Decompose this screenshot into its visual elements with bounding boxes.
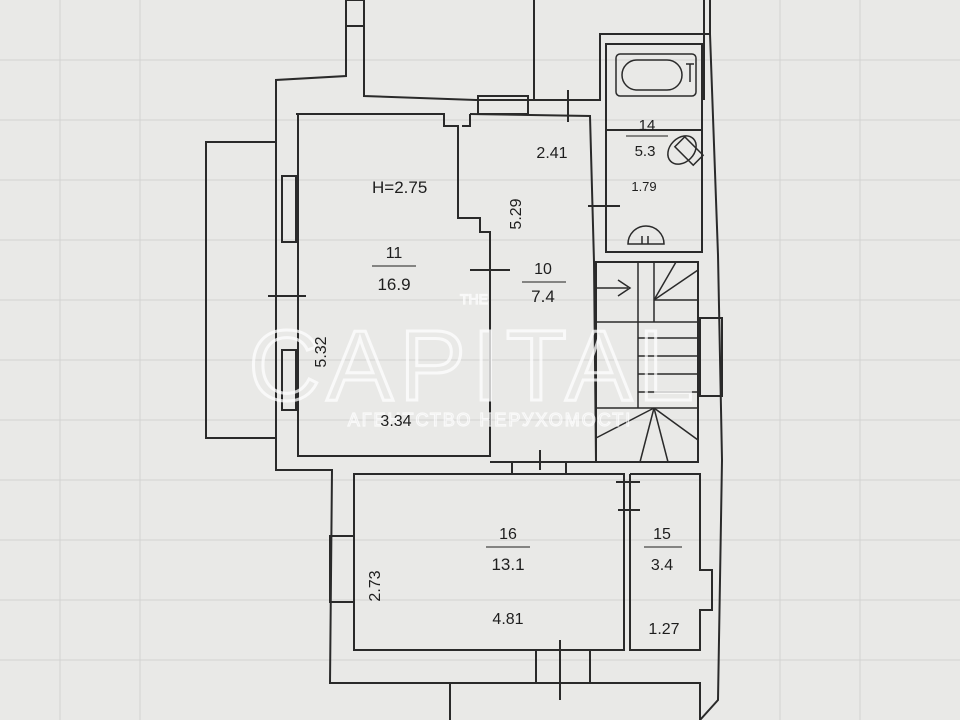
watermark-brand: CAPITAL [248,310,699,422]
ceiling-height: H=2.75 [372,178,427,197]
room-14-area: 5.3 [635,143,656,160]
watermark: THE CAPITAL АГЕНТСТВО НЕРУХОМОСТІ [247,290,699,430]
room-15-walls [629,473,713,651]
room-11-dim-bottom: 3.34 [380,413,411,430]
balcony [205,141,276,439]
room-10-area: 7.4 [531,287,555,306]
window-stair [699,317,723,397]
outer-wall-right [699,33,724,720]
room-16-dim-bottom: 4.81 [492,611,523,628]
watermark-small: THE [460,291,488,307]
walls [205,0,724,720]
room-15-area: 3.4 [651,557,673,574]
outer-wall [363,0,711,101]
window-11b [281,349,297,411]
labels: H=2.75 11 16.9 5.32 3.34 2.41 5.29 10 7.… [313,117,682,638]
room-16-number: 16 [499,526,517,543]
room-14-dim: 1.79 [631,179,656,194]
window-16 [329,535,355,603]
room-16-dim-side: 2.73 [367,570,384,601]
room-11-dim-side: 5.32 [313,336,330,367]
room-10-dim-side: 5.29 [508,198,525,229]
room-10-walls [469,113,598,463]
arrow-right-icon [594,279,632,297]
stair-block [595,261,699,463]
room-11-walls [296,113,491,457]
room-14-walls [605,43,703,253]
room-10-number: 10 [534,261,552,278]
watermark-tagline: АГЕНТСТВО НЕРУХОМОСТІ [348,410,632,430]
room-11-area: 16.9 [377,275,410,294]
staircase-icon [595,261,699,463]
room-16-walls [353,473,625,651]
sink-icon [627,225,665,245]
bathtub-icon [615,53,697,97]
room-14-number: 14 [639,117,656,134]
room-10-dim-top: 2.41 [536,145,567,162]
room-15-number: 15 [653,526,671,543]
room-11-number: 11 [386,245,403,262]
room-16-area: 13.1 [491,555,524,574]
toilet-icon [667,135,705,167]
window-top [345,0,365,27]
window-11 [281,175,297,243]
room-15-dim-bottom: 1.27 [648,621,679,638]
